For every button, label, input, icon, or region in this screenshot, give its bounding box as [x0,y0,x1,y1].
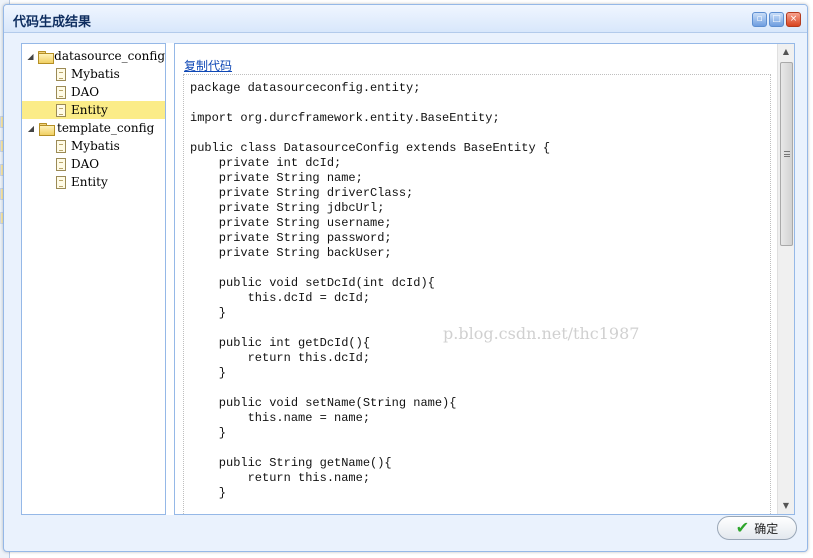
maximize-button[interactable]: □ [769,12,784,27]
tree-node-label: Entity [71,103,108,117]
file-icon [56,175,66,189]
tree-node-mybatis[interactable]: Mybatis [22,137,165,155]
grip-icon [784,151,790,157]
scroll-up-arrow-icon[interactable]: ▲ [782,47,790,56]
ok-button-label: 确定 [754,521,779,536]
tree-node-datasource-config[interactable]: ◢ datasource_config [22,47,165,65]
scroll-down-arrow-icon[interactable]: ▼ [782,501,790,510]
window-controls: ▫ □ × [752,12,801,27]
file-icon [56,157,66,171]
tree-node-template-config[interactable]: ◢ template_config [22,119,165,137]
file-icon [56,103,66,117]
tree-node-label: Entity [71,175,108,189]
tree-node-label: Mybatis [71,139,120,153]
watermark-text: p.blog.csdn.net/thc1987 [443,324,640,343]
close-button[interactable]: × [786,12,801,27]
dialog-body: ◢ datasource_config Mybatis DAO Entity ◢… [21,43,795,515]
file-tree: ◢ datasource_config Mybatis DAO Entity ◢… [21,43,166,515]
tree-node-mybatis[interactable]: Mybatis [22,65,165,83]
minimize-button[interactable]: ▫ [752,12,767,27]
folder-open-icon [39,122,55,136]
collapse-arrow-icon[interactable]: ◢ [27,123,35,133]
file-icon [56,139,66,153]
code-text: package datasourceconfig.entity; import … [190,81,551,500]
dialog-titlebar[interactable]: 代码生成结果 ▫ □ × [4,5,807,33]
copy-code-link[interactable]: 复制代码 [184,59,233,73]
file-icon [56,85,66,99]
tree-node-entity-selected[interactable]: Entity [22,101,165,119]
collapse-arrow-icon[interactable]: ◢ [27,51,34,61]
code-result-dialog: 代码生成结果 ▫ □ × ◢ datasource_config Mybatis… [3,4,808,552]
vertical-scrollbar[interactable]: ▲ ▼ [777,44,794,514]
tree-node-dao[interactable]: DAO [22,83,165,101]
tree-node-entity[interactable]: Entity [22,173,165,191]
tree-node-label: DAO [71,85,100,99]
code-viewer[interactable]: package datasourceconfig.entity; import … [183,74,771,514]
file-icon [56,67,66,81]
code-panel: 复制代码 package datasourceconfig.entity; im… [174,43,795,515]
ok-button[interactable]: ✔ 确定 [717,516,797,540]
folder-open-icon [37,50,55,64]
dialog-title: 代码生成结果 [13,15,92,30]
tree-node-label: datasource_config [54,49,165,63]
tree-node-label: DAO [71,157,100,171]
tree-node-label: Mybatis [71,67,120,81]
tree-node-dao[interactable]: DAO [22,155,165,173]
checkmark-icon: ✔ [735,518,750,537]
scrollbar-thumb[interactable] [780,62,793,246]
tree-node-label: template_config [57,121,155,135]
